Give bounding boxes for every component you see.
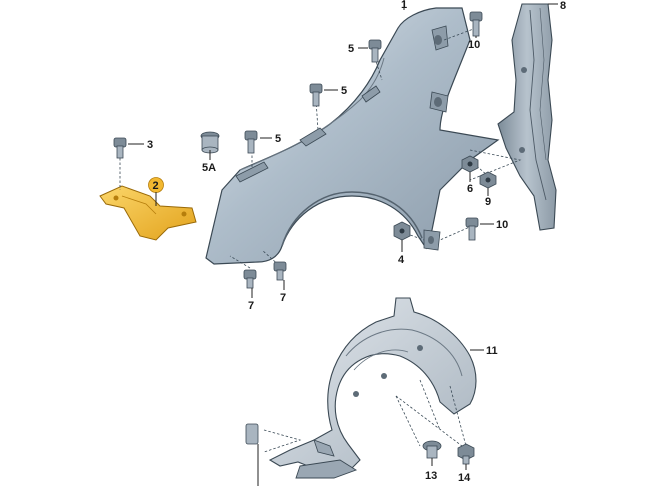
callout-9: 9 bbox=[485, 196, 491, 208]
clip-13 bbox=[422, 440, 442, 459]
callout-10-top: 10 bbox=[468, 39, 480, 51]
callout-11: 11 bbox=[486, 345, 498, 357]
callout-2: 2 bbox=[153, 180, 159, 192]
callout-8: 8 bbox=[560, 0, 566, 12]
bolt-7-right bbox=[273, 261, 287, 281]
callout-5-lower: 5 bbox=[275, 133, 281, 145]
clip-liner-left bbox=[245, 423, 259, 445]
callout-1: 1 bbox=[401, 0, 407, 11]
nut-6 bbox=[461, 155, 479, 173]
callout-5A: 5A bbox=[202, 162, 216, 174]
wheel-liner-part bbox=[268, 297, 477, 479]
screw-14 bbox=[457, 443, 475, 465]
callout-4: 4 bbox=[398, 254, 405, 266]
fender-part bbox=[205, 7, 500, 265]
callout-6: 6 bbox=[467, 183, 473, 195]
bolt-3 bbox=[113, 137, 127, 159]
bolt-5-middle bbox=[309, 83, 323, 107]
bolt-7-left bbox=[243, 269, 257, 289]
callout-13: 13 bbox=[425, 470, 437, 482]
bracket-part-highlighted bbox=[99, 185, 197, 241]
callout-7-left: 7 bbox=[248, 300, 254, 312]
callout-14: 14 bbox=[458, 472, 471, 484]
callout-2-badge: 2 bbox=[148, 177, 164, 206]
seal-strip-part bbox=[497, 3, 557, 231]
callout-5-middle: 5 bbox=[341, 85, 347, 97]
bolt-5-top bbox=[368, 39, 382, 63]
bolt-10-lower bbox=[465, 217, 479, 241]
callout-7-right: 7 bbox=[280, 292, 286, 304]
spacer-5A bbox=[200, 131, 220, 154]
callout-10-lower: 10 bbox=[496, 219, 508, 231]
nut-4 bbox=[393, 221, 411, 241]
bolt-5-lower bbox=[244, 130, 258, 154]
bolt-10-top bbox=[469, 11, 483, 37]
callout-5-top: 5 bbox=[348, 43, 354, 55]
leader-lines bbox=[128, 0, 558, 486]
callout-3: 3 bbox=[147, 139, 153, 151]
nut-9 bbox=[479, 171, 497, 189]
